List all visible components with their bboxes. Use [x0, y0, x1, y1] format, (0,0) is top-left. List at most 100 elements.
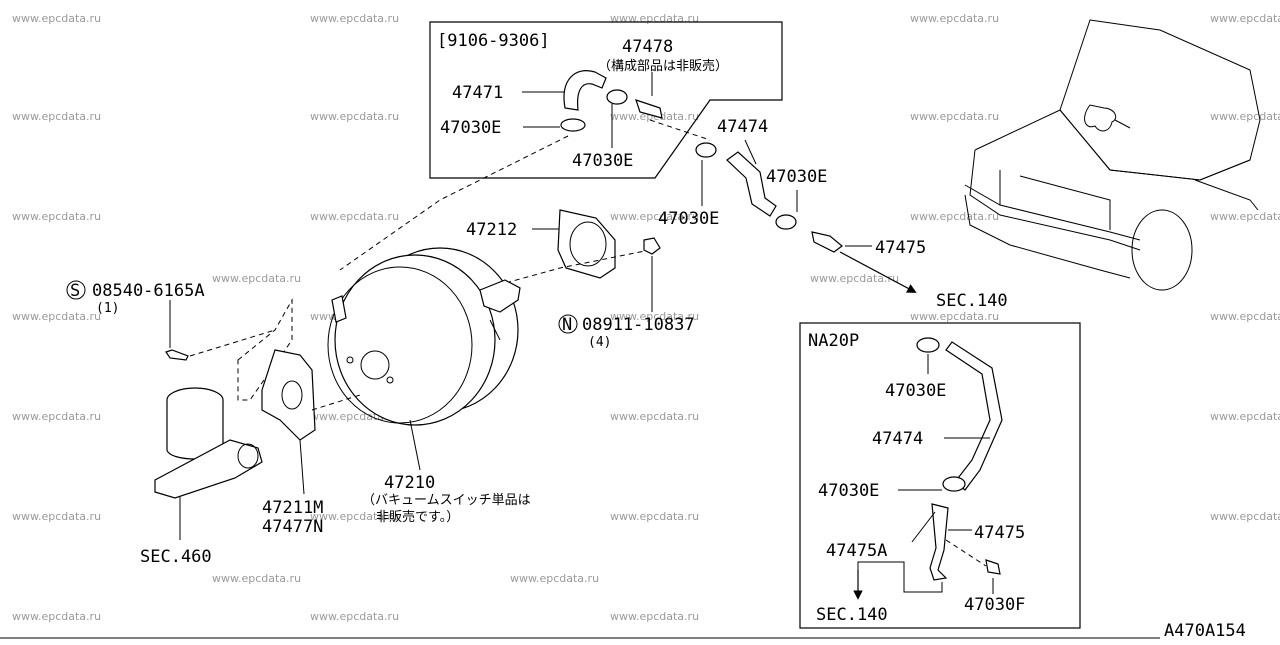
- watermark: www.epcdata.ru: [1210, 110, 1280, 123]
- watermark: www.epcdata.ru: [12, 210, 101, 223]
- watermark: www.epcdata.ru: [310, 12, 399, 25]
- watermark: www.epcdata.ru: [12, 12, 101, 25]
- booster-front-shell: [334, 254, 496, 426]
- booster-stud: [346, 356, 354, 364]
- watermark: www.epcdata.ru: [310, 110, 399, 123]
- nut-08911: [643, 237, 661, 255]
- label-47475a: 47475A: [826, 541, 887, 561]
- clamp-47030e: [560, 118, 586, 132]
- brake-booster: 47210 （バキュームスイッチ単品は 非販売です。）: [327, 247, 531, 525]
- windshield-outline: [1059, 19, 1261, 181]
- watermark: www.epcdata.ru: [1210, 310, 1280, 323]
- clamp-47030e: [775, 214, 797, 230]
- inset-na20p: NA20P 47030E 47474 47030E 47475 47475A 4…: [799, 322, 1081, 629]
- label-sec140: SEC.140: [816, 605, 888, 625]
- label-47030e: 47030E: [572, 151, 633, 171]
- bolt-symbol-letter: S: [70, 281, 80, 301]
- hose-47471: [563, 70, 607, 111]
- watermark: www.epcdata.ru: [910, 110, 999, 123]
- watermark: www.epcdata.ru: [12, 610, 101, 623]
- hose-47474: [945, 341, 1003, 491]
- watermark: www.epcdata.ru: [610, 610, 699, 623]
- watermark: www.epcdata.ru: [610, 12, 699, 25]
- hose-47474: [726, 151, 777, 217]
- booster-pushrod: [489, 319, 501, 341]
- inset-date-range: [9106-9306]: [437, 31, 550, 51]
- inset-frame: [429, 21, 783, 179]
- grille-edge: [1019, 175, 1111, 230]
- valve-47475: [811, 231, 843, 253]
- cylinder-flange: [237, 443, 259, 469]
- label-47030e: 47030E: [885, 381, 946, 401]
- clamp-47030e: [606, 89, 628, 105]
- leader-line: [299, 439, 305, 495]
- inset-9106-9306: [9106-9306] 47478 （構成部品は非販売） 47471 47030…: [339, 21, 783, 271]
- gasket-hole: [569, 221, 607, 267]
- connection-dashed: [945, 539, 987, 567]
- bracket-hole: [281, 380, 303, 410]
- vacuum-check-port: [331, 295, 347, 323]
- watermark: www.epcdata.ru: [212, 272, 301, 285]
- watermark: www.epcdata.ru: [12, 110, 101, 123]
- lower-bumper: [964, 194, 1131, 279]
- connection-dashed: [649, 119, 711, 141]
- watermark: www.epcdata.ru: [310, 510, 399, 523]
- valve-47478: [635, 99, 663, 119]
- label-47475: 47475: [875, 238, 926, 258]
- label-47474: 47474: [872, 429, 923, 449]
- to-sec140-arrow: [839, 251, 917, 293]
- label-47471: 47471: [452, 83, 503, 103]
- watermark: www.epcdata.ru: [1210, 510, 1280, 523]
- bracket-group: 47211M 47477N: [237, 298, 361, 537]
- booster-location-mark: [1114, 119, 1131, 129]
- label-47212: 47212: [466, 220, 517, 240]
- booster-location-mark: [1084, 104, 1117, 132]
- label-47475: 47475: [974, 523, 1025, 543]
- route-line: [857, 561, 943, 594]
- clamp-47030e: [942, 476, 966, 492]
- booster-face: [327, 266, 473, 424]
- watermark: www.epcdata.ru: [810, 272, 899, 285]
- gasket-47212: [557, 209, 616, 279]
- watermarks: www.epcdata.ru www.epcdata.ru www.epcdat…: [12, 12, 1280, 623]
- leader-line: [409, 419, 421, 471]
- note-47210-line2: 非販売です。）: [376, 509, 459, 525]
- nut-quantity: (4): [588, 335, 611, 350]
- watermark: www.epcdata.ru: [12, 410, 101, 423]
- clamp-47030e: [695, 142, 717, 158]
- bracket-outline-dashed: [237, 298, 293, 401]
- inset-frame: [799, 322, 1081, 629]
- bracket-47211m: [261, 349, 316, 441]
- connection-dashed: [189, 329, 276, 357]
- leader-line: [911, 511, 936, 543]
- label-47211m: 47211M: [262, 498, 323, 518]
- label-47030e: 47030E: [766, 167, 827, 187]
- bolt-08540: [165, 349, 189, 361]
- label-47474: 47474: [717, 117, 768, 137]
- wheel-outline: [1131, 209, 1193, 291]
- booster-stud: [386, 376, 394, 384]
- inset-title: NA20P: [808, 331, 859, 351]
- booster-pushrod-clevis: [479, 279, 521, 313]
- watermark: www.epcdata.ru: [610, 410, 699, 423]
- diagram-code: A470A154: [1164, 621, 1246, 640]
- watermark: www.epcdata.ru: [12, 310, 101, 323]
- bumper-line: [964, 184, 1141, 241]
- label-47030f: 47030F: [964, 595, 1025, 615]
- clip-47030f: [985, 559, 1001, 575]
- vehicle-illustration: [964, 19, 1261, 291]
- watermark: www.epcdata.ru: [510, 572, 599, 585]
- label-sec460: SEC.460: [140, 547, 212, 567]
- nut-symbol-circle: [558, 314, 578, 334]
- label-sec140: SEC.140: [936, 291, 1008, 311]
- watermark: www.epcdata.ru: [1210, 410, 1280, 423]
- watermark: www.epcdata.ru: [910, 210, 999, 223]
- watermark: www.epcdata.ru: [1210, 12, 1280, 25]
- connection-dashed: [311, 394, 361, 411]
- label-08911-10837: 08911-10837: [582, 315, 695, 335]
- watermark: www.epcdata.ru: [212, 572, 301, 585]
- bolt-symbol-circle: [66, 280, 86, 300]
- note-47210-line1: （バキュームスイッチ単品は: [362, 492, 531, 508]
- valve-47475a: [929, 503, 949, 581]
